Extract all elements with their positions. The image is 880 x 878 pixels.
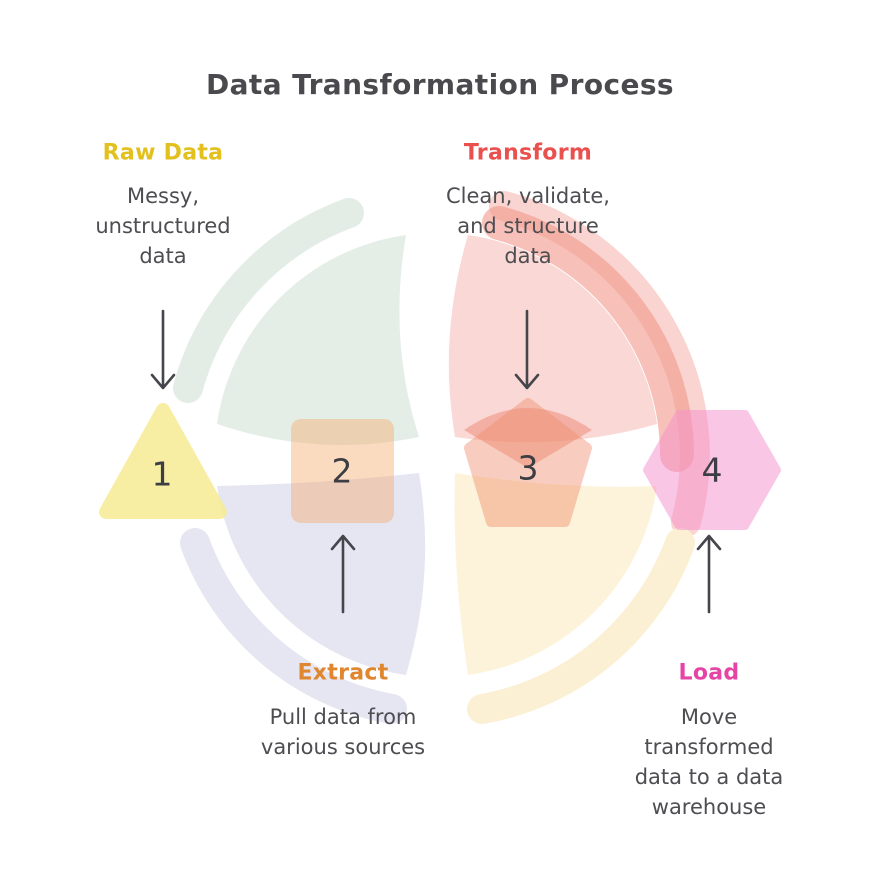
page-title: Data Transformation Process [206, 68, 674, 101]
step-label-raw-data: Raw Data [102, 140, 224, 166]
outer-arc-green [173, 198, 364, 403]
outer-arc-lavender [180, 528, 407, 724]
arrow-down-transform [514, 309, 540, 390]
step-description-load: Move transformed data to a data warehous… [634, 705, 784, 820]
arrow-up-extract [330, 534, 356, 614]
step-3-pentagon-shape [464, 398, 592, 527]
arrow-down-raw-data [150, 309, 176, 390]
step-description-extract: Pull data from various sources [260, 705, 426, 760]
step-4-hexagon-shape [643, 410, 781, 530]
accent-arc-salmon [482, 206, 694, 472]
step-2-square-shape [291, 419, 394, 523]
step-number-2: 2 [331, 451, 353, 491]
step-label-extract: Extract [297, 660, 389, 686]
arrows-group [150, 309, 722, 614]
quadrant-pink-shape [448, 235, 657, 443]
quadrant-yellow-shape [454, 473, 657, 675]
arrow-up-load [696, 534, 722, 614]
step-number-4: 4 [701, 450, 723, 490]
outer-arc-yellow [467, 528, 695, 724]
step-1-triangle-shape [99, 403, 227, 519]
step-label-load: Load [678, 660, 740, 686]
quadrant-green-shape [217, 235, 419, 446]
transform-wedge-shape [464, 408, 592, 468]
quadrant-lavender-shape [217, 473, 426, 675]
step-number-3: 3 [517, 448, 539, 488]
step-number-1: 1 [151, 454, 173, 494]
step-description-transform: Clean, validate, and structure data [446, 184, 610, 269]
step-description-raw-data: Messy, unstructured data [95, 184, 231, 269]
step-label-transform: Transform [463, 140, 593, 166]
